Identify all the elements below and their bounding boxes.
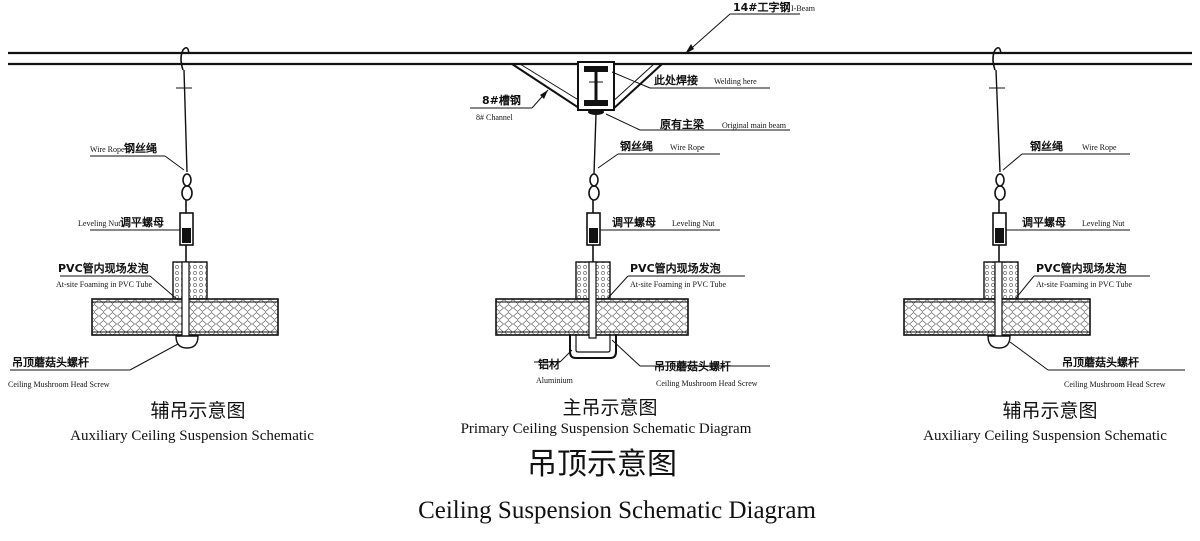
left-assembly [91, 46, 279, 349]
left-caption-en: Auxiliary Ceiling Suspension Schematic [70, 428, 314, 444]
channel-label-en: 8# Channel [476, 113, 513, 122]
main-title-cn: 吊顶示意图 [527, 447, 677, 482]
i-beam-label-en: I-Beam [791, 4, 816, 13]
left-caption-cn: 辅吊示意图 [150, 400, 245, 422]
center-caption-en: Primary Ceiling Suspension Schematic Dia… [461, 421, 752, 437]
center-screw-label-en: Ceiling Mushroom Head Screw [656, 379, 758, 388]
left-rope-label-cn: 钢丝绳 [124, 141, 157, 155]
right-rope-label-cn: 钢丝绳 [1030, 139, 1063, 153]
center-leaders [470, 71, 790, 367]
mainbeam-label-en: Original main beam [722, 121, 787, 130]
right-nut-label-en: Leveling Nut [1082, 219, 1125, 228]
center-caption-cn: 主吊示意图 [562, 397, 657, 419]
mainbeam-label-cn: 原有主梁 [660, 117, 705, 131]
i-beam-leader [684, 13, 800, 55]
center-nut-label-cn: 调平螺母 [612, 215, 656, 229]
center-assembly [495, 61, 689, 359]
right-leaders [1002, 153, 1185, 371]
center-rope-label-cn: 钢丝绳 [620, 139, 653, 153]
right-nut-label-cn: 调平螺母 [1022, 215, 1066, 229]
right-assembly [903, 46, 1091, 349]
left-leaders [10, 155, 185, 371]
right-pvc-label-cn: PVC管内现场发泡 [1036, 261, 1127, 275]
center-nut-label-en: Leveling Nut [672, 219, 715, 228]
left-nut-label-en: Leveling Nut [78, 219, 121, 228]
left-nut-label-cn: 调平螺母 [120, 215, 164, 229]
right-pvc-label-en: At-site Foaming in PVC Tube [1036, 280, 1132, 289]
channel-label-cn: 8#槽钢 [482, 93, 521, 107]
right-rope-label-en: Wire Rope [1082, 143, 1117, 152]
welding-label-en: Welding here [714, 77, 757, 86]
left-screw-label-en: Ceiling Mushroom Head Screw [8, 380, 110, 389]
right-screw-label-cn: 吊顶蘑菇头螺杆 [1062, 355, 1139, 369]
i-beam-label-cn: 14#工字钢 [733, 0, 791, 14]
center-pvc-label-cn: PVC管内现场发泡 [630, 261, 721, 275]
aluminium-label-en: Aluminium [536, 376, 574, 385]
left-pvc-label-cn: PVC管内现场发泡 [58, 261, 149, 275]
left-rope-label-en: Wire Rope [90, 145, 125, 154]
center-screw-label-cn: 吊顶蘑菇头螺杆 [654, 359, 731, 373]
right-caption-cn: 辅吊示意图 [1002, 400, 1097, 422]
welding-label-cn: 此处焊接 [654, 73, 698, 87]
center-rope-label-en: Wire Rope [670, 143, 705, 152]
right-caption-en: Auxiliary Ceiling Suspension Schematic [923, 428, 1167, 444]
left-pvc-label-en: At-site Foaming in PVC Tube [56, 280, 152, 289]
center-pvc-label-en: At-site Foaming in PVC Tube [630, 280, 726, 289]
main-title-en: Ceiling Suspension Schematic Diagram [418, 497, 816, 524]
aluminium-label-cn: 铝材 [538, 357, 560, 371]
left-screw-label-cn: 吊顶蘑菇头螺杆 [12, 355, 89, 369]
right-screw-label-en: Ceiling Mushroom Head Screw [1064, 380, 1166, 389]
